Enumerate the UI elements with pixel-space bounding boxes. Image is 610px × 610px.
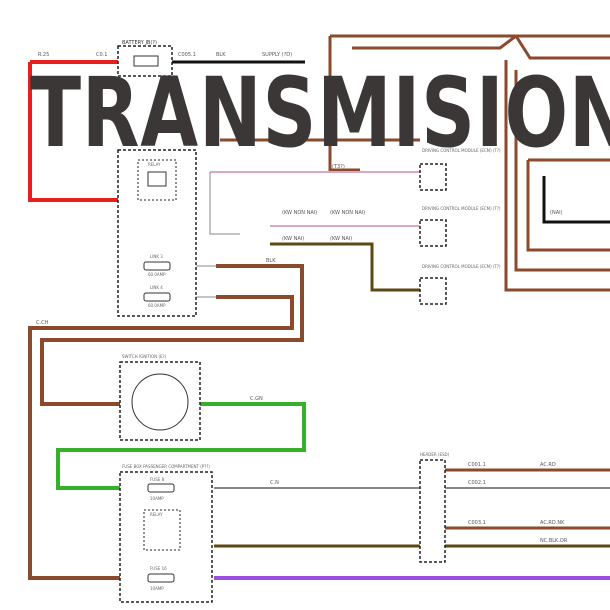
fuse-16	[147, 573, 175, 583]
maroon-wire-right-box-2	[526, 160, 610, 252]
wire-label-20: AC.RD.NK	[540, 520, 565, 526]
header-label: HEADER (ESD)	[420, 452, 450, 457]
fuse-16-label: FUSE 16	[150, 566, 167, 571]
battery-fuse	[133, 55, 159, 67]
wire-label-6: (T3?)	[332, 164, 345, 170]
wire-label-3: C005.1	[178, 52, 196, 58]
relay2-label: RELAY	[150, 512, 163, 517]
link3-label: LINK 3	[150, 254, 163, 259]
link4-rating: 60.0AMP	[148, 303, 166, 308]
wire-label-7: (KW NON NAI)	[330, 210, 365, 216]
ignition-switch-dial	[131, 373, 189, 431]
wire-label-1: R.25	[38, 52, 49, 58]
wire-label-5: SUPPLY (?D)	[262, 52, 292, 58]
relay-label: RELAY	[148, 162, 161, 167]
module-1-label: DRIVING CONTROL MODULE (ECM) (T?)	[422, 148, 501, 153]
maroon-wire-top-4	[514, 35, 610, 60]
grey-wire-2	[196, 265, 230, 298]
link3-fuse	[143, 261, 171, 271]
fuse-8-rating: 10AMP	[150, 496, 164, 501]
relay2-box	[143, 509, 181, 551]
module-1-box	[419, 163, 447, 191]
brown-wire-2	[28, 295, 294, 580]
link4-label: LINK 4	[150, 285, 163, 290]
wire-label-17: C002.1	[468, 480, 486, 486]
grey-wire-1	[209, 172, 240, 235]
wire-label-13: C.CH	[36, 320, 49, 326]
wire-label-15: C.N	[270, 480, 279, 486]
wire-label-11: (KW NAI)	[282, 236, 304, 242]
header-box	[419, 459, 446, 563]
red-wire	[28, 60, 118, 202]
wire-label-2: C0.1	[96, 52, 107, 58]
fuse-8-label: FUSE 8	[150, 477, 165, 482]
relay-coil	[147, 171, 167, 187]
maroon-wire-right-drop-1	[504, 60, 610, 292]
passenger-fuse-box-label: FUSE BOX PASSENGER COMPARTMENT (P??)	[122, 464, 210, 469]
wire-label-4: BLK	[216, 52, 226, 58]
module-3-label: DRIVING CONTROL MODULE (ECM) (T?)	[422, 264, 501, 269]
ignition-switch-box	[119, 361, 201, 441]
engine-fuse-box	[117, 149, 197, 317]
maroon-wire-top-3	[352, 34, 517, 50]
green-wire	[56, 402, 306, 490]
wire-label-12: (NAI)	[550, 210, 563, 216]
wire-label-21: NC.BLK.OR	[540, 538, 568, 544]
maroon-wire-right-drop-2	[514, 70, 610, 272]
module-2-label: DRIVING CONTROL MODULE (ECM) (T?)	[422, 206, 501, 211]
relay-box	[137, 159, 177, 201]
wire-label-16: C001.1	[468, 462, 486, 468]
battery-junction-label: BATTERY JB(?)	[122, 40, 157, 46]
ignition-switch-label: SWITCH IGNITION (E?)	[122, 354, 167, 359]
black-wire-right-box	[542, 176, 610, 224]
module-3-box	[419, 277, 447, 305]
battery-junction-box	[117, 45, 173, 77]
transmision-banner: TRANSMISION	[30, 57, 610, 169]
fuse-8	[147, 483, 175, 493]
olive-wire-module	[270, 242, 420, 292]
wire-label-19: AC.RD	[540, 462, 556, 468]
wire-label-9: BLK	[266, 258, 276, 264]
module-2-box	[419, 219, 447, 247]
wire-label-18: C003.1	[468, 520, 486, 526]
link4-fuse	[143, 292, 171, 302]
maroon-wire-top-2	[328, 36, 360, 172]
wire-label-8: (KW NAI)	[330, 236, 352, 242]
wire-label-10: (KW NON NAI)	[282, 210, 317, 216]
fuse-16-rating: 10AMP	[150, 586, 164, 591]
link3-rating: 60.0AMP	[148, 272, 166, 277]
wire-label-14: C.GN	[250, 396, 263, 402]
brown-wire-1	[40, 264, 304, 406]
passenger-fuse-box	[119, 471, 213, 603]
